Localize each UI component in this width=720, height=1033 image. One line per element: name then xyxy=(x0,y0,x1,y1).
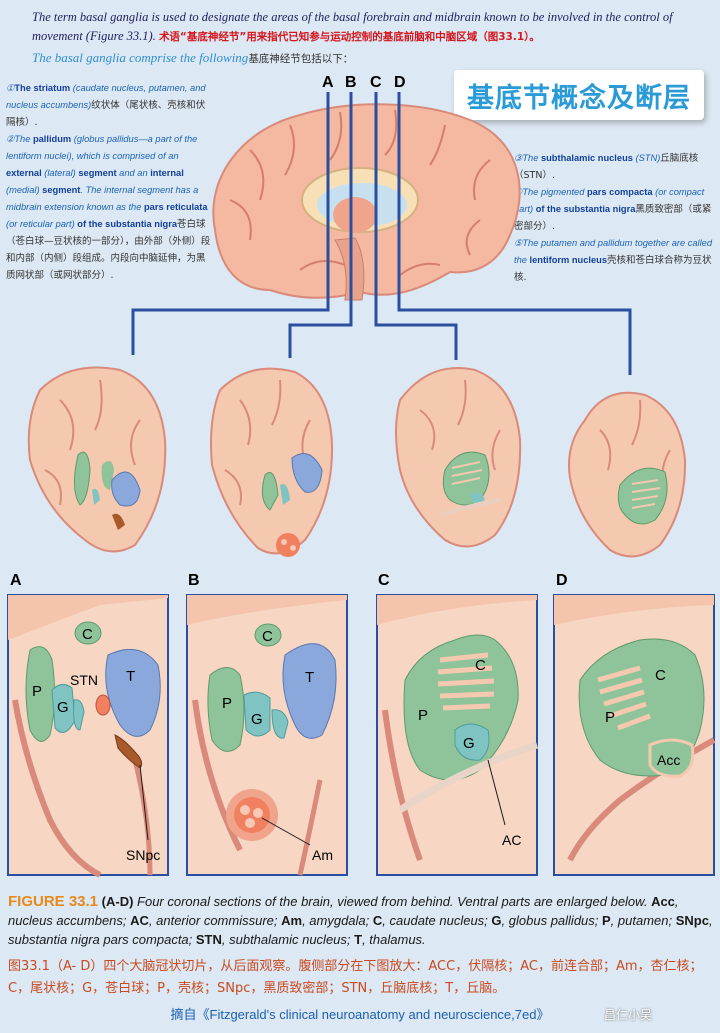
source-zh: 摘自《 xyxy=(171,1008,210,1023)
coronal-section-a xyxy=(29,368,166,552)
caption-zh: 图33.1（A- D）四个大脑冠状切片，从后面观察。腹侧部分在下图放大：ACC，… xyxy=(8,956,714,1000)
label-acc: Acc xyxy=(657,752,680,768)
label-t-b: T xyxy=(305,669,314,686)
section-letters: A B C D xyxy=(322,74,406,91)
panel-a: C P G T STN SNpc xyxy=(8,595,168,875)
label-p-d: P xyxy=(605,709,615,726)
label-c-c: C xyxy=(475,657,486,674)
panel-letter-d: D xyxy=(556,572,568,589)
thalamus-sagittal xyxy=(333,197,377,233)
coronal-section-c xyxy=(396,368,520,546)
coronal-section-b xyxy=(211,369,332,557)
brain-illustration: A B C D xyxy=(0,0,720,890)
source-en: Fitzgerald's clinical neuroanatomy and n… xyxy=(210,1007,537,1022)
label-snpc: SNpc xyxy=(126,847,160,863)
panel-letter-c: C xyxy=(378,572,390,589)
caption-fig-number: FIGURE 33.1 xyxy=(8,893,98,910)
label-c-b: C xyxy=(262,628,273,645)
section-letter-c: C xyxy=(370,74,382,91)
panel-letter-b: B xyxy=(188,572,200,589)
caption-abbr: P xyxy=(602,913,611,928)
caption-abbr: AC xyxy=(130,913,149,928)
caption-abbr: Am xyxy=(281,913,302,928)
panel-b: C P G T Am xyxy=(187,595,347,875)
label-c-d: C xyxy=(655,667,666,684)
caption-def: , globus pallidus; xyxy=(502,913,602,928)
section-letter-d: D xyxy=(394,74,406,91)
label-g-c: G xyxy=(463,735,475,752)
caption-def: , caudate nucleus; xyxy=(382,913,491,928)
label-g-a: G xyxy=(57,699,69,716)
caption-abbr: STN xyxy=(196,932,222,947)
section-letter-a: A xyxy=(322,74,334,91)
coronal-section-d xyxy=(569,393,685,557)
caption-abbr: Acc xyxy=(651,894,675,909)
caption-abbr: G xyxy=(491,913,501,928)
caption-abbr: T xyxy=(354,932,362,947)
section-letter-b: B xyxy=(345,74,357,91)
caption-abbr: C xyxy=(373,913,382,928)
label-p-b: P xyxy=(222,695,232,712)
label-ac: AC xyxy=(502,832,521,848)
caption-def: , putamen; xyxy=(611,913,676,928)
panel-d: C P Acc xyxy=(554,595,714,875)
caption-abbr: SNpc xyxy=(676,913,709,928)
caption-def: , amygdala; xyxy=(302,913,373,928)
label-c-a: C xyxy=(82,626,93,643)
label-stn: STN xyxy=(70,672,98,688)
watermark: 昌仁小吴 xyxy=(604,1006,652,1023)
sagittal-brain xyxy=(213,104,519,300)
caption-def: , thalamus. xyxy=(362,932,426,947)
label-p-c: P xyxy=(418,707,428,724)
label-p-a: P xyxy=(32,683,42,700)
label-t-a: T xyxy=(126,668,135,685)
figure-caption: FIGURE 33.1 (A-D) Four coronal sections … xyxy=(8,892,714,949)
caption-ad: (A-D) xyxy=(102,894,134,909)
panel-c: C P G AC xyxy=(377,595,537,875)
label-g-b: G xyxy=(251,711,263,728)
panel-letter-a: A xyxy=(10,572,22,589)
source-zh-end: 》 xyxy=(536,1008,549,1023)
caption-def: , subthalamic nucleus; xyxy=(222,932,354,947)
caption-text: Four coronal sections of the brain, view… xyxy=(133,894,651,909)
label-am: Am xyxy=(312,847,333,863)
caption-def: , anterior commissure; xyxy=(149,913,281,928)
